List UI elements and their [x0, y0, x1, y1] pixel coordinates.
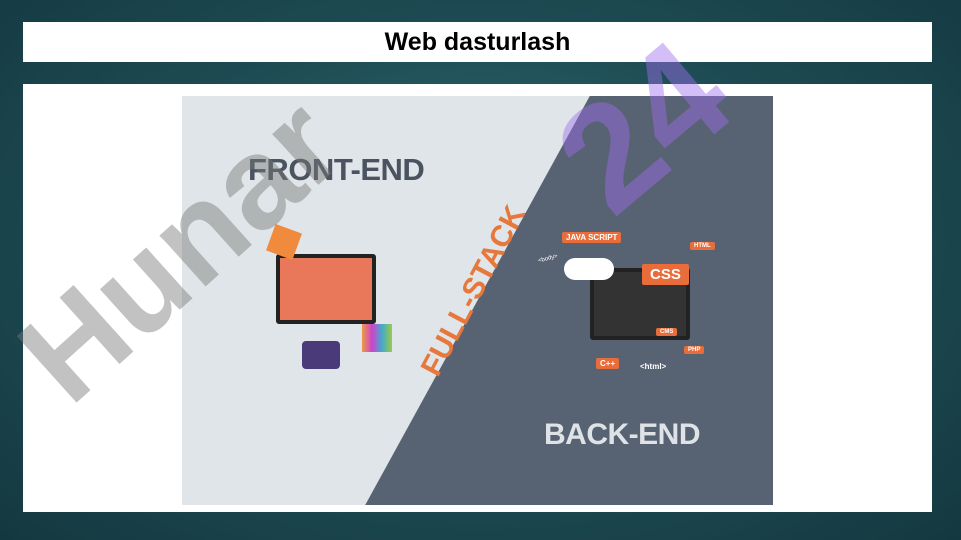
cms-tag: CMS — [656, 328, 678, 336]
slide-title: Web dasturlash — [384, 27, 571, 56]
slide-title-bar: Web dasturlash — [23, 22, 932, 62]
front-end-label: FRONT-END — [248, 152, 425, 187]
front-end-monitor-icon — [276, 254, 376, 324]
color-palette-icon — [362, 324, 392, 352]
html-tag: <html> — [640, 362, 667, 371]
css-tag: CSS — [642, 264, 689, 285]
php-tag: PHP — [684, 346, 705, 354]
camera-icon — [302, 341, 340, 369]
cloud-icon — [564, 258, 614, 280]
web-dev-illustration: FRONT-END BACK-END JAVA SCRIPT CSS HTML … — [182, 96, 773, 505]
javascript-tag: JAVA SCRIPT — [562, 232, 622, 243]
back-end-label: BACK-END — [544, 418, 701, 451]
cpp-tag: C++ — [596, 358, 620, 369]
html-small-tag: HTML — [690, 242, 715, 250]
